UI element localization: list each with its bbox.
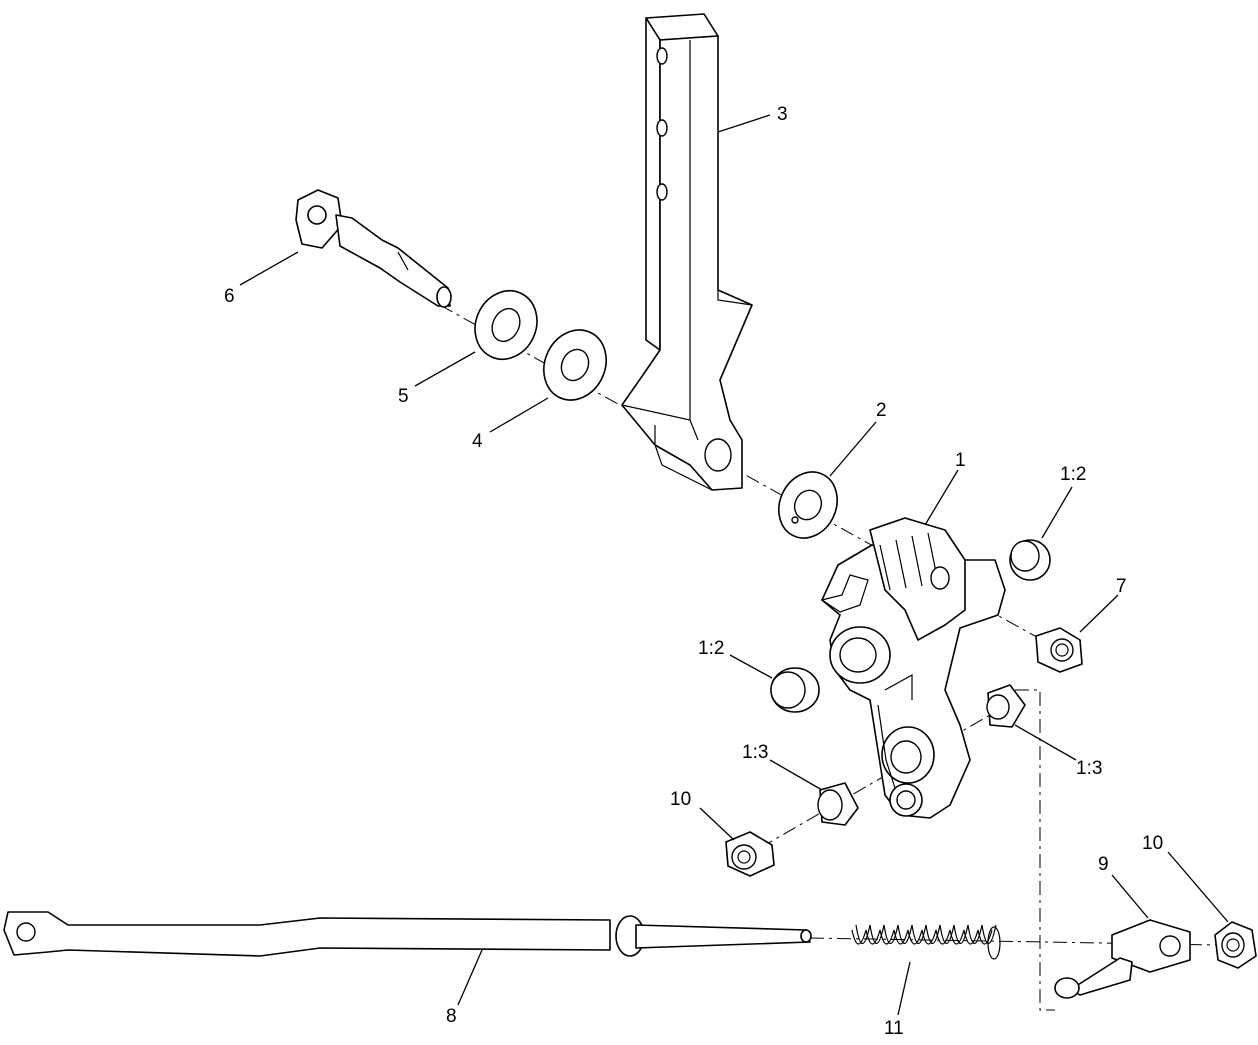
leader-lines — [239, 114, 1229, 1016]
callout-5: 5 — [398, 386, 409, 407]
callout-1-2-left: 1:2 — [698, 638, 724, 659]
nut-part-7 — [1035, 627, 1083, 673]
callout-3: 3 — [777, 104, 788, 125]
bolt-part-6 — [295, 189, 452, 308]
callout-labels: 3 6 5 4 2 1 1:2 7 1:2 1:3 1:3 10 9 10 11… — [224, 104, 1163, 1039]
callout-1-3-left: 1:3 — [742, 742, 768, 763]
callout-1-3-right: 1:3 — [1076, 758, 1102, 779]
bushing-part-1-2-left — [770, 667, 820, 713]
callout-6: 6 — [224, 286, 235, 307]
spacer-part-1-3-left — [817, 782, 859, 826]
nut-part-10-right — [1214, 921, 1257, 969]
handle-lever-part-3 — [621, 13, 753, 491]
bushing-part-1-2-top — [1009, 539, 1051, 581]
rod-part-8 — [3, 911, 812, 957]
callout-11: 11 — [884, 1018, 904, 1039]
callout-2: 2 — [876, 400, 887, 421]
callout-9: 9 — [1098, 854, 1109, 875]
nut-part-10-left — [725, 831, 775, 877]
swivel-part-9 — [1054, 919, 1191, 999]
callout-10-right: 10 — [1142, 833, 1163, 854]
washer-part-2 — [778, 471, 838, 539]
pivot-bracket-part-1 — [820, 517, 1006, 819]
spacer-part-1-3-right — [986, 684, 1026, 728]
washer-part-5 — [474, 290, 538, 360]
washer-part-4 — [543, 329, 607, 401]
spring-part-11 — [851, 924, 1001, 960]
callout-1-2-top: 1:2 — [1060, 464, 1086, 485]
callout-4: 4 — [472, 431, 483, 452]
callout-10-left: 10 — [670, 789, 691, 810]
callout-8: 8 — [446, 1006, 457, 1027]
callout-1: 1 — [955, 450, 966, 471]
callout-7: 7 — [1116, 576, 1127, 597]
